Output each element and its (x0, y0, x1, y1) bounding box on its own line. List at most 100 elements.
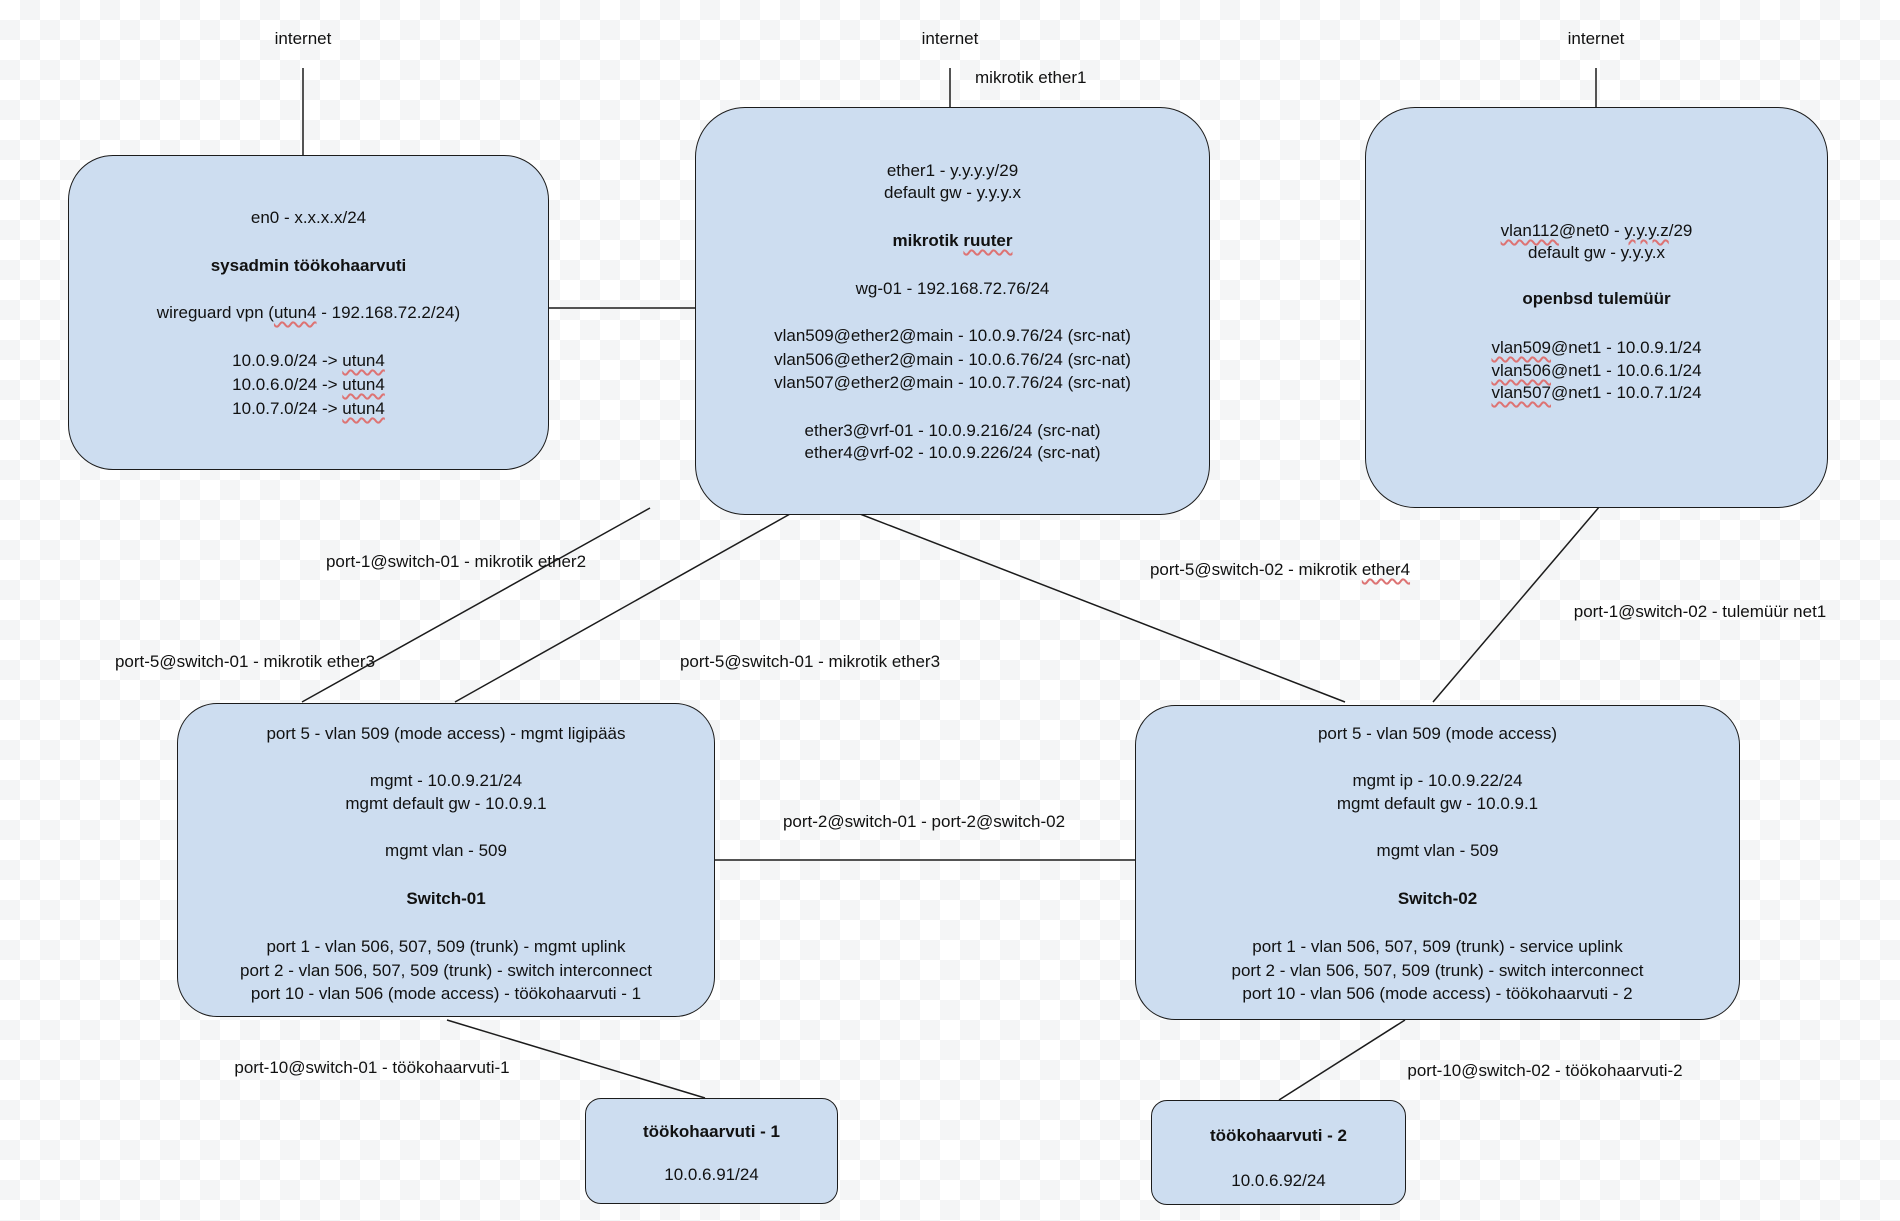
node-mikrotik-router-line: default gw - y.y.y.x (696, 182, 1209, 204)
misspelled-text: vlan509 (1491, 338, 1552, 357)
text-segment: port 2 - vlan 506, 507, 509 (trunk) - sw… (1231, 961, 1644, 980)
node-switch-02-line: mgmt default gw - 10.0.9.1 (1136, 793, 1739, 815)
text-segment: port 10 - vlan 506 (mode access) - tööko… (250, 984, 642, 1003)
internet-label-1: internet (275, 28, 332, 50)
misspelled-text: utun4 (342, 399, 385, 418)
text-segment: openbsd tulemüür (1522, 289, 1671, 308)
text-segment: port-2@switch-01 - port-2@switch-02 (782, 812, 1066, 831)
text-segment: wg-01 - 192.168.72.76/24 (855, 279, 1050, 298)
edge-openbsd-switch02 (1432, 505, 1601, 703)
node-switch-01-title: Switch-01 (178, 888, 714, 910)
node-mikrotik-router-line: ether3@vrf-01 - 10.0.9.216/24 (src-nat) (696, 420, 1209, 442)
node-switch-01-line: mgmt default gw - 10.0.9.1 (178, 793, 714, 815)
node-workstation-2: töökohaarvuti - 2 10.0.6.92/24 (1151, 1100, 1406, 1205)
text-segment: vlan509@ether2@main - 10.0.9.76/24 (src-… (774, 326, 1131, 345)
text-segment: /29 (1668, 221, 1693, 240)
text-segment: port 5 - vlan 509 (mode access) - mgmt l… (266, 724, 626, 743)
text-segment: internet (274, 29, 332, 48)
text-segment: port-10@switch-01 - töökohaarvuti-1 (234, 1058, 510, 1077)
text-segment: mikrotik ether1 (975, 68, 1087, 87)
text-segment: port-5@switch-01 - mikrotik ether3 (114, 652, 376, 671)
text-segment: @net0 - (1558, 221, 1625, 240)
text-segment: Switch-02 (1397, 889, 1478, 908)
node-workstation-1-title: töökohaarvuti - 1 (586, 1121, 837, 1143)
node-switch-02-line: mgmt vlan - 509 (1136, 840, 1739, 862)
text-segment: internet (1567, 29, 1625, 48)
label-port10-sw02: port-10@switch-02 - töökohaarvuti-2 (1407, 1060, 1682, 1082)
text-segment: @net1 - 10.0.6.1/24 (1551, 361, 1702, 380)
node-mikrotik-router-line: ether1 - y.y.y.y/29 (696, 160, 1209, 182)
node-mikrotik-router-line: vlan507@ether2@main - 10.0.7.76/24 (src-… (696, 372, 1209, 394)
text-segment: vlan507@ether2@main - 10.0.7.76/24 (src-… (774, 373, 1131, 392)
node-mikrotik-router-line: wg-01 - 192.168.72.76/24 (696, 278, 1209, 300)
node-switch-01: port 5 - vlan 509 (mode access) - mgmt l… (177, 703, 715, 1017)
text-segment: port 1 - vlan 506, 507, 509 (trunk) - se… (1252, 937, 1623, 956)
text-segment: 10.0.6.92/24 (1231, 1171, 1326, 1190)
node-sysadmin-workstation-line: wireguard vpn (utun4 - 192.168.72.2/24) (69, 302, 548, 324)
text-segment: wireguard vpn ( (156, 303, 274, 322)
text-segment: @net1 - 10.0.9.1/24 (1551, 338, 1702, 357)
text-segment: 10.0.9.0/24 -> (232, 351, 343, 370)
node-openbsd-firewall-line: default gw - y.y.y.x (1366, 242, 1827, 264)
node-switch-02-line: port 2 - vlan 506, 507, 509 (trunk) - sw… (1136, 960, 1739, 982)
text-segment: ether4@vrf-02 - 10.0.9.226/24 (src-nat) (804, 443, 1101, 462)
node-openbsd-firewall-line: vlan507@net1 - 10.0.7.1/24 (1366, 382, 1827, 404)
internet-label-2: internet (922, 28, 979, 50)
text-segment: port 10 - vlan 506 (mode access) - tööko… (1242, 984, 1633, 1003)
node-switch-01-line: mgmt vlan - 509 (178, 840, 714, 862)
text-segment: töökohaarvuti - 1 (643, 1122, 780, 1141)
text-segment: - 192.168.72.2/24) (316, 303, 461, 322)
node-switch-01-line: port 2 - vlan 506, 507, 509 (trunk) - sw… (178, 960, 714, 982)
misspelled-text: ether4 (1361, 560, 1411, 579)
node-workstation-1: töökohaarvuti - 1 10.0.6.91/24 (585, 1098, 838, 1204)
text-segment: default gw - y.y.y.x (884, 183, 1021, 202)
label-port5-sw02-ether4: port-5@switch-02 - mikrotik ether4 (1150, 559, 1410, 581)
node-mikrotik-router-line: vlan509@ether2@main - 10.0.9.76/24 (src-… (696, 325, 1209, 347)
text-segment: port-1@switch-01 - mikrotik ether2 (325, 552, 587, 571)
label-port5-sw01-ether3-left: port-5@switch-01 - mikrotik ether3 (115, 651, 375, 673)
node-workstation-2-line: 10.0.6.92/24 (1152, 1170, 1405, 1192)
text-segment: sysadmin töökohaarvuti (210, 256, 407, 275)
text-segment: @net1 - 10.0.7.1/24 (1551, 383, 1702, 402)
node-openbsd-firewall-title: openbsd tulemüür (1366, 288, 1827, 310)
edge-switch02-pc2 (1278, 1019, 1406, 1101)
node-switch-01-line: mgmt - 10.0.9.21/24 (178, 770, 714, 792)
edge-mikrotik-switch02 (859, 513, 1346, 703)
text-segment: mgmt default gw - 10.0.9.1 (1336, 794, 1539, 813)
node-openbsd-firewall-line: vlan112@net0 - y.y.y.z/29 (1366, 220, 1827, 242)
text-segment: 10.0.6.0/24 -> (232, 375, 343, 394)
text-segment: port 1 - vlan 506, 507, 509 (trunk) - mg… (266, 937, 626, 956)
node-switch-02-line: port 10 - vlan 506 (mode access) - tööko… (1136, 983, 1739, 1005)
node-mikrotik-router-line: ether4@vrf-02 - 10.0.9.226/24 (src-nat) (696, 442, 1209, 464)
label-port10-sw01: port-10@switch-01 - töökohaarvuti-1 (234, 1057, 509, 1079)
label-switch-interconnect: port-2@switch-01 - port-2@switch-02 (783, 811, 1065, 833)
text-segment: port-5@switch-02 - mikrotik (1149, 560, 1362, 579)
edge-mikrotik-switch01-a (301, 507, 651, 703)
node-mikrotik-router-title: mikrotik ruuter (696, 230, 1209, 252)
misspelled-text: utun4 (273, 303, 317, 322)
label-port1-sw02-net1: port-1@switch-02 - tulemüür net1 (1574, 601, 1827, 623)
node-switch-02-line: port 5 - vlan 509 (mode access) (1136, 723, 1739, 745)
misspelled-text: vlan507 (1491, 383, 1552, 402)
text-segment: ether1 - y.y.y.y/29 (886, 161, 1019, 180)
node-openbsd-firewall-line: vlan509@net1 - 10.0.9.1/24 (1366, 337, 1827, 359)
misspelled-text: vlan112 (1500, 221, 1559, 240)
node-switch-02-line: mgmt ip - 10.0.9.22/24 (1136, 770, 1739, 792)
node-switch-02-title: Switch-02 (1136, 888, 1739, 910)
node-sysadmin-workstation: en0 - x.x.x.x/24 sysadmin töökohaarvuti wi… (68, 155, 549, 470)
node-workstation-2-title: töökohaarvuti - 2 (1152, 1125, 1405, 1147)
internet-label-3: internet (1568, 28, 1625, 50)
text-segment: en0 - x.x.x.x/24 (250, 208, 367, 227)
misspelled-text: ruuter (963, 231, 1013, 250)
text-segment: mgmt default gw - 10.0.9.1 (345, 794, 547, 813)
node-sysadmin-workstation-line: 10.0.9.0/24 -> utun4 (69, 350, 548, 372)
node-mikrotik-router-line: vlan506@ether2@main - 10.0.6.76/24 (src-… (696, 349, 1209, 371)
text-segment: 10.0.6.91/24 (664, 1165, 759, 1184)
misspelled-text: y.y.y.z (1624, 221, 1669, 240)
node-switch-01-line: port 5 - vlan 509 (mode access) - mgmt l… (178, 723, 714, 745)
node-mikrotik-router: ether1 - y.y.y.y/29 default gw - y.y.y.x m… (695, 107, 1210, 515)
node-sysadmin-workstation-line: 10.0.6.0/24 -> utun4 (69, 374, 548, 396)
text-segment: mgmt - 10.0.9.21/24 (369, 771, 523, 790)
